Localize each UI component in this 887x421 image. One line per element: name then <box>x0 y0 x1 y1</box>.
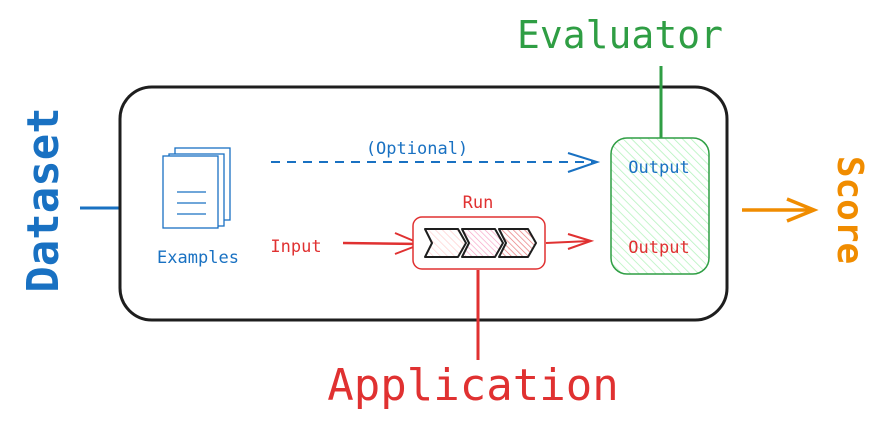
dataset-label: Dataset <box>18 107 69 292</box>
run-output-arrowhead <box>567 233 595 250</box>
examples-label: Examples <box>157 248 239 268</box>
reference-output-label: Output <box>628 158 689 178</box>
evaluator-box <box>610 137 710 275</box>
optional-arrowhead <box>567 152 601 173</box>
score-label: Score <box>829 156 870 264</box>
input-arrow <box>342 241 421 246</box>
evaluator-label: Evaluator <box>517 13 723 57</box>
optional-label: (Optional) <box>366 139 468 159</box>
score-arrowhead <box>786 197 819 223</box>
application-label: Application <box>327 360 618 411</box>
documents-stack-icon <box>162 147 231 229</box>
run-output-arrow <box>545 240 591 244</box>
app-output-label: Output <box>628 238 689 258</box>
input-label: Input <box>270 237 321 257</box>
chevron-steps-icon <box>424 228 537 258</box>
dataset-frame <box>118 85 729 322</box>
run-label: Run <box>463 193 494 213</box>
